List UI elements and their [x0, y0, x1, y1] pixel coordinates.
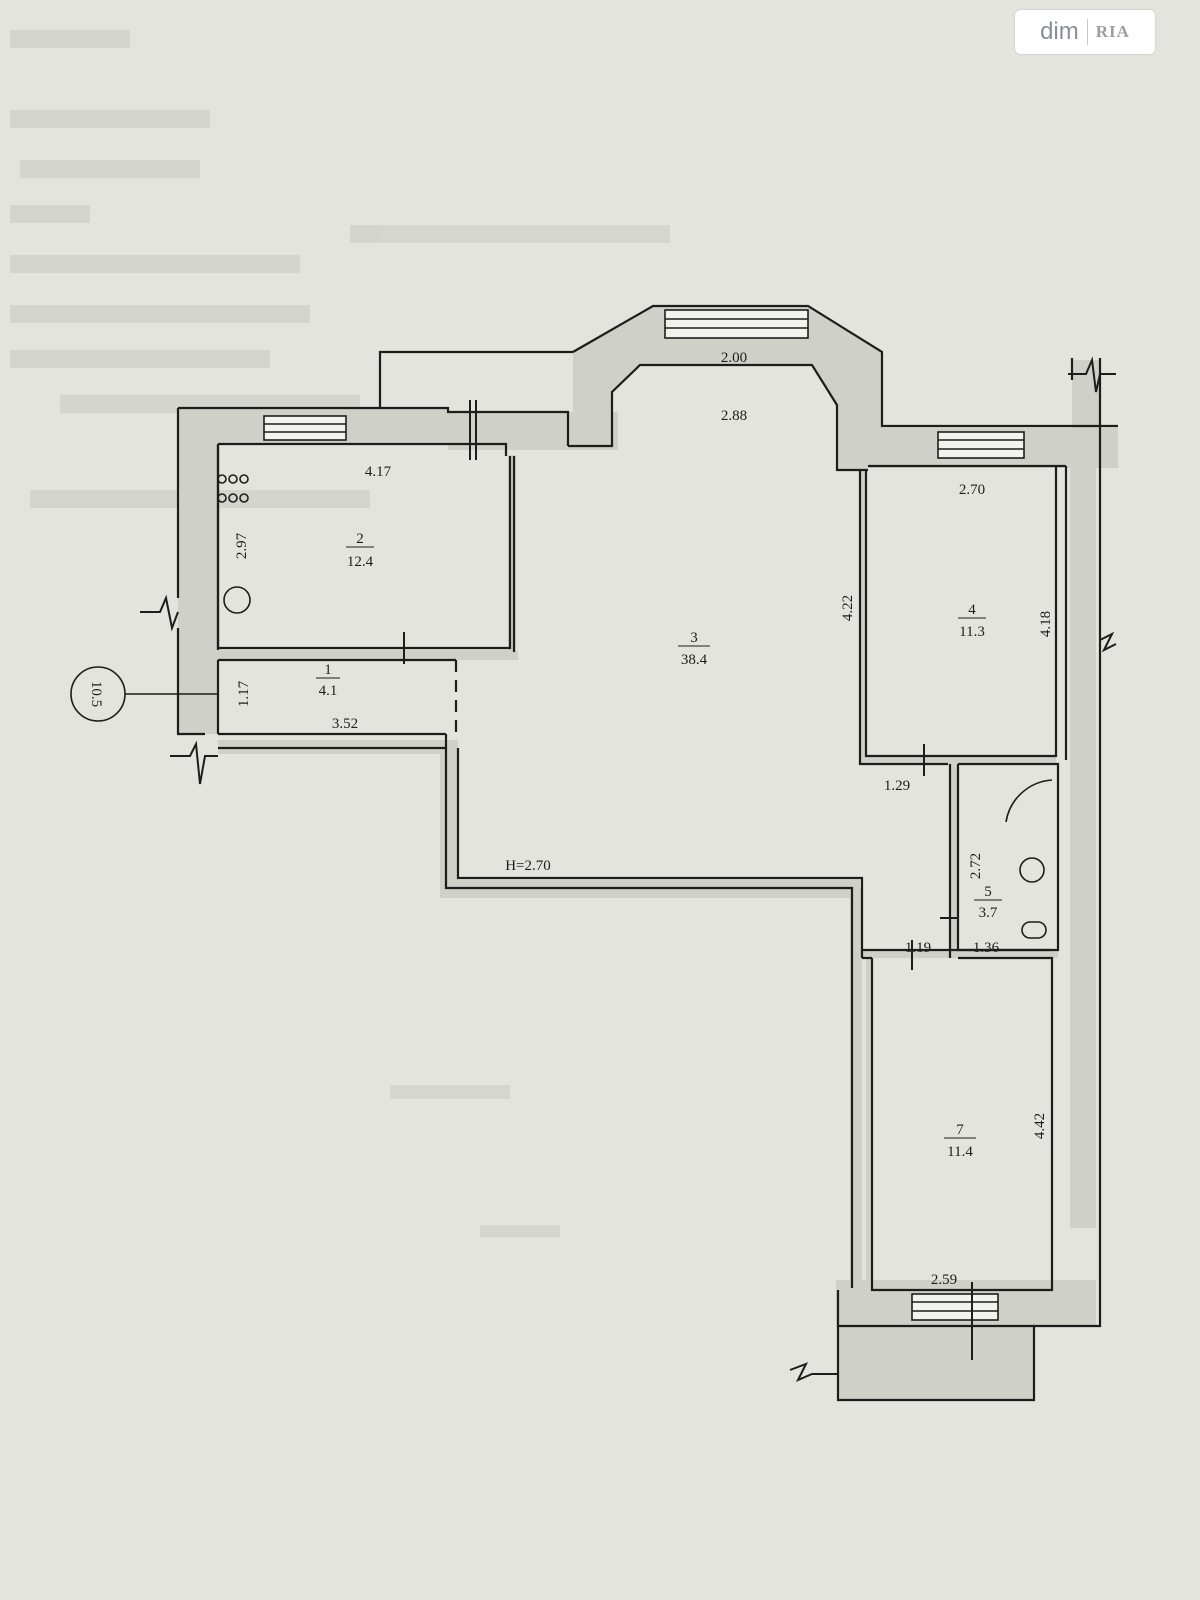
windows: [263, 309, 1025, 1321]
bleed-through-text: [10, 30, 670, 1237]
dim-passage: 1.19: [905, 940, 931, 956]
dim-ria-watermark: dim RIA: [1015, 10, 1155, 54]
room-number: 7: [956, 1122, 964, 1138]
dim-room2-width: 4.17: [365, 464, 392, 480]
dim-room4-width: 2.70: [959, 482, 985, 498]
dim-room2-depth: 2.97: [234, 532, 250, 559]
axis-marker: 10.5: [70, 666, 218, 722]
dim-room4-right: 4.18: [1038, 611, 1054, 637]
room-area: 11.4: [947, 1144, 973, 1160]
room-label-3: 3 38.4: [678, 630, 710, 668]
room-number: 4: [968, 602, 976, 618]
watermark-logo: RIA: [1095, 22, 1130, 41]
room-label-2: 2 12.4: [346, 531, 374, 570]
room-label-4: 4 11.3: [958, 602, 986, 640]
wall-lines: [176, 304, 1118, 1402]
dim-bay-window: 2.00: [721, 350, 747, 366]
room-area: 3.7: [979, 905, 998, 921]
room-number: 5: [984, 884, 992, 900]
room-label-5: 5 3.7: [974, 884, 1002, 921]
break-symbols: [140, 356, 1117, 1382]
room-number: 1: [324, 662, 332, 678]
room-number: 3: [690, 630, 698, 646]
dim-room4-left: 4.22: [840, 595, 856, 621]
dimension-labels: 2.00 2.88 4.17 2.97 1.17 3.52 2.70 4.22 …: [234, 350, 1054, 1288]
dim-bay-depth: 2.88: [721, 408, 747, 424]
dim-bath-width: 1.36: [973, 940, 1000, 956]
room-area: 11.3: [959, 624, 985, 640]
watermark-brand: dim: [1040, 18, 1079, 45]
dim-room1-width: 3.52: [332, 716, 358, 732]
room-number: 2: [356, 531, 364, 547]
room-label-7: 7 11.4: [944, 1122, 976, 1160]
room-area: 12.4: [347, 554, 374, 570]
door-marks: [403, 400, 973, 1360]
dim-corridor: 1.29: [884, 778, 910, 794]
wall-fills: [178, 306, 1118, 1401]
room-label-1: 1 4.1: [316, 662, 340, 699]
dim-room7-width: 2.59: [931, 1272, 957, 1288]
fixtures: [217, 474, 1053, 939]
room-area: 38.4: [681, 652, 708, 668]
ceiling-height: H=2.70: [505, 858, 551, 874]
dim-room7-right: 4.42: [1032, 1113, 1048, 1139]
dim-room1-depth: 1.17: [236, 680, 252, 707]
room-area: 4.1: [319, 683, 338, 699]
axis-marker-label: 10.5: [88, 681, 104, 707]
watermark-divider: [1086, 19, 1088, 45]
dim-bath-height: 2.72: [968, 853, 984, 879]
